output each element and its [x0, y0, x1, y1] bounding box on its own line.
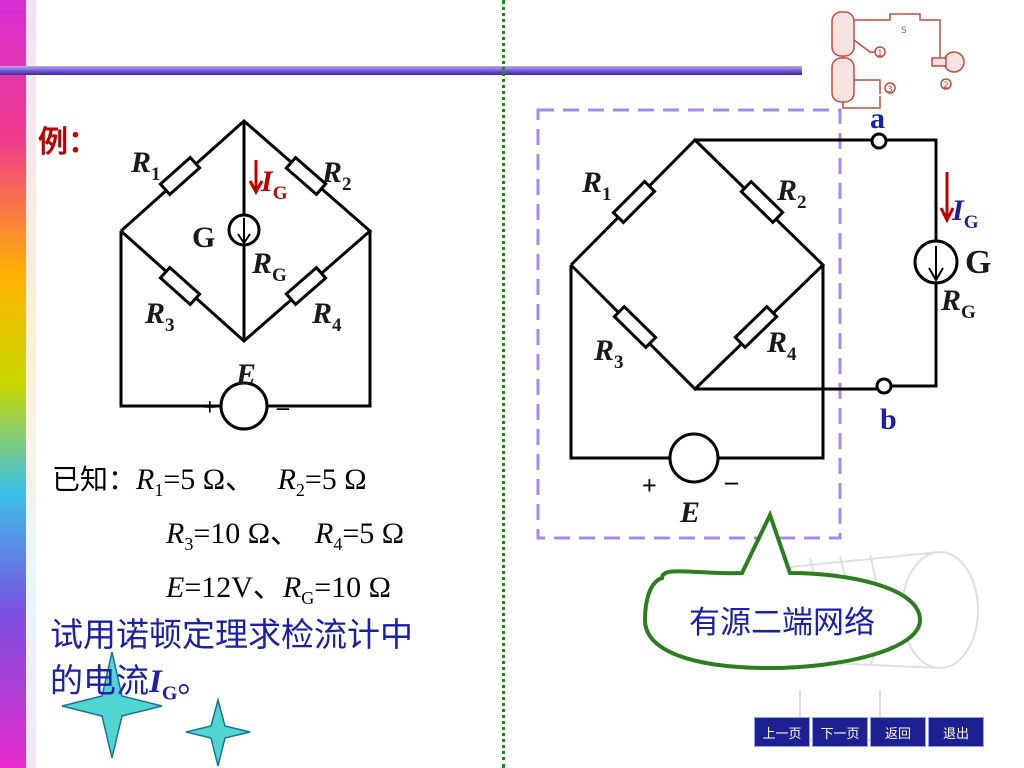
known-r2-sub: 2 [295, 480, 305, 500]
left-r4-label: R4 [311, 297, 342, 336]
right-g-label: G [965, 244, 991, 281]
right-minus-sign: – [724, 467, 739, 496]
left-source-wire-right [267, 231, 372, 408]
left-r2-label: R2 [321, 156, 352, 195]
next-page-button[interactable]: 下一页 [812, 717, 868, 747]
question-line-1: 试用诺顿定理求检流计中 [50, 615, 413, 654]
terminal-a-node [870, 132, 888, 150]
left-galvanometer-arrow-icon [237, 218, 251, 245]
known-r4-symbol: R [315, 517, 334, 550]
thumbnail-s-label: S [901, 26, 907, 36]
left-e-label: E [235, 358, 256, 391]
node-a-label: a [870, 102, 885, 135]
exit-button[interactable]: 退出 [928, 717, 984, 747]
right-r1-label: R1 [581, 166, 612, 205]
right-wire-g-to-b [891, 283, 938, 388]
right-source-wire-right [718, 265, 825, 460]
question-text: 试用诺顿定理求检流计中 的电流IG。 [50, 612, 413, 717]
question-line-2-prefix: 的电流 [50, 661, 149, 700]
known-e-value: =12V、 [184, 571, 283, 604]
left-source-wire-left [119, 231, 221, 408]
known-line-1: 已知：R1=5 Ω、 R2=5 Ω [52, 454, 367, 501]
right-r2-label: R2 [776, 174, 807, 213]
right-r1-resistor [611, 179, 657, 225]
right-source-symbol [668, 432, 720, 484]
known-r1-sub: 1 [154, 480, 164, 500]
left-source-symbol [219, 381, 269, 431]
right-galvanometer-arrow-icon [928, 246, 944, 282]
left-r2-resistor [284, 155, 328, 197]
known-r4-sub: 4 [333, 534, 343, 554]
left-r1-resistor [158, 155, 202, 197]
known-rg-symbol: R [282, 571, 302, 604]
prev-page-button[interactable]: 上一页 [754, 717, 810, 747]
left-plus-sign: + [203, 395, 217, 421]
right-ig-label: IG [951, 194, 979, 233]
right-source-wire-left [569, 265, 670, 460]
known-r1-value: =5 Ω、 [163, 463, 256, 496]
right-r4-resistor [733, 304, 779, 350]
decorative-side-stripe [0, 0, 26, 768]
decorative-side-stripe-light [26, 0, 36, 768]
known-r3-sub: 3 [184, 534, 194, 554]
return-button[interactable]: 返回 [870, 717, 926, 747]
known-prefix: 已知： [52, 463, 137, 496]
thumbnail-3-label: 3 [887, 85, 893, 95]
divider-dotted-line [502, 0, 505, 768]
right-plus-sign: + [642, 471, 657, 500]
known-r3-symbol: R [166, 517, 185, 550]
left-r3-resistor [158, 265, 202, 307]
apparatus-thumbnail [831, 11, 965, 109]
right-rg-label: RG [940, 284, 976, 323]
callout-bubble [642, 509, 923, 671]
active-network-dashed-box [536, 108, 842, 540]
known-r2-symbol: R [277, 463, 296, 496]
left-ig-label: IG [260, 165, 288, 204]
right-r3-label: R3 [593, 334, 624, 373]
known-rg-value: =10 Ω [314, 571, 391, 604]
question-var-sub: G [161, 682, 178, 705]
left-r4-resistor [284, 265, 328, 307]
question-period: 。 [177, 661, 211, 700]
known-r2-value: =5 Ω [304, 463, 367, 496]
right-e-label: E [679, 496, 700, 529]
right-wire-a-to-g [886, 138, 938, 241]
left-current-arrow-icon [248, 160, 264, 196]
left-g-label: G [192, 221, 215, 254]
callout-text: 有源二端网络 [689, 605, 875, 641]
node-b-label: b [880, 403, 897, 436]
known-e-symbol: E [166, 571, 185, 604]
known-r4-value: =5 Ω [342, 517, 405, 550]
left-rg-label: RG [251, 247, 287, 286]
question-var: I [149, 664, 162, 700]
left-r3-label: R3 [144, 297, 175, 336]
known-r1-symbol: R [136, 463, 155, 496]
right-current-arrow-icon [939, 172, 955, 224]
right-r3-resistor [612, 304, 658, 350]
thumbnail-1-label: 1 [877, 49, 883, 59]
terminal-b-node [875, 377, 893, 395]
example-label: 例： [38, 126, 98, 159]
left-minus-sign: – [276, 395, 290, 421]
slide-navigation: 上一页 下一页 返回 退出 [754, 717, 984, 747]
known-rg-sub: G [301, 588, 315, 608]
right-r2-resistor [739, 179, 785, 225]
question-line-2: 的电流IG。 [50, 658, 413, 717]
left-r1-label: R1 [130, 146, 161, 185]
known-line-2: R3=10 Ω、 R4=5 Ω [166, 508, 404, 555]
right-circuit [569, 137, 938, 460]
thumbnail-2-label: 2 [943, 81, 949, 91]
right-r4-label: R4 [766, 326, 797, 365]
known-line-3: E=12V、RG=10 Ω [166, 562, 391, 609]
title-bar-line [0, 66, 802, 75]
known-r3-value: =10 Ω、 [193, 517, 301, 550]
sparkle-decoration [61, 651, 251, 767]
